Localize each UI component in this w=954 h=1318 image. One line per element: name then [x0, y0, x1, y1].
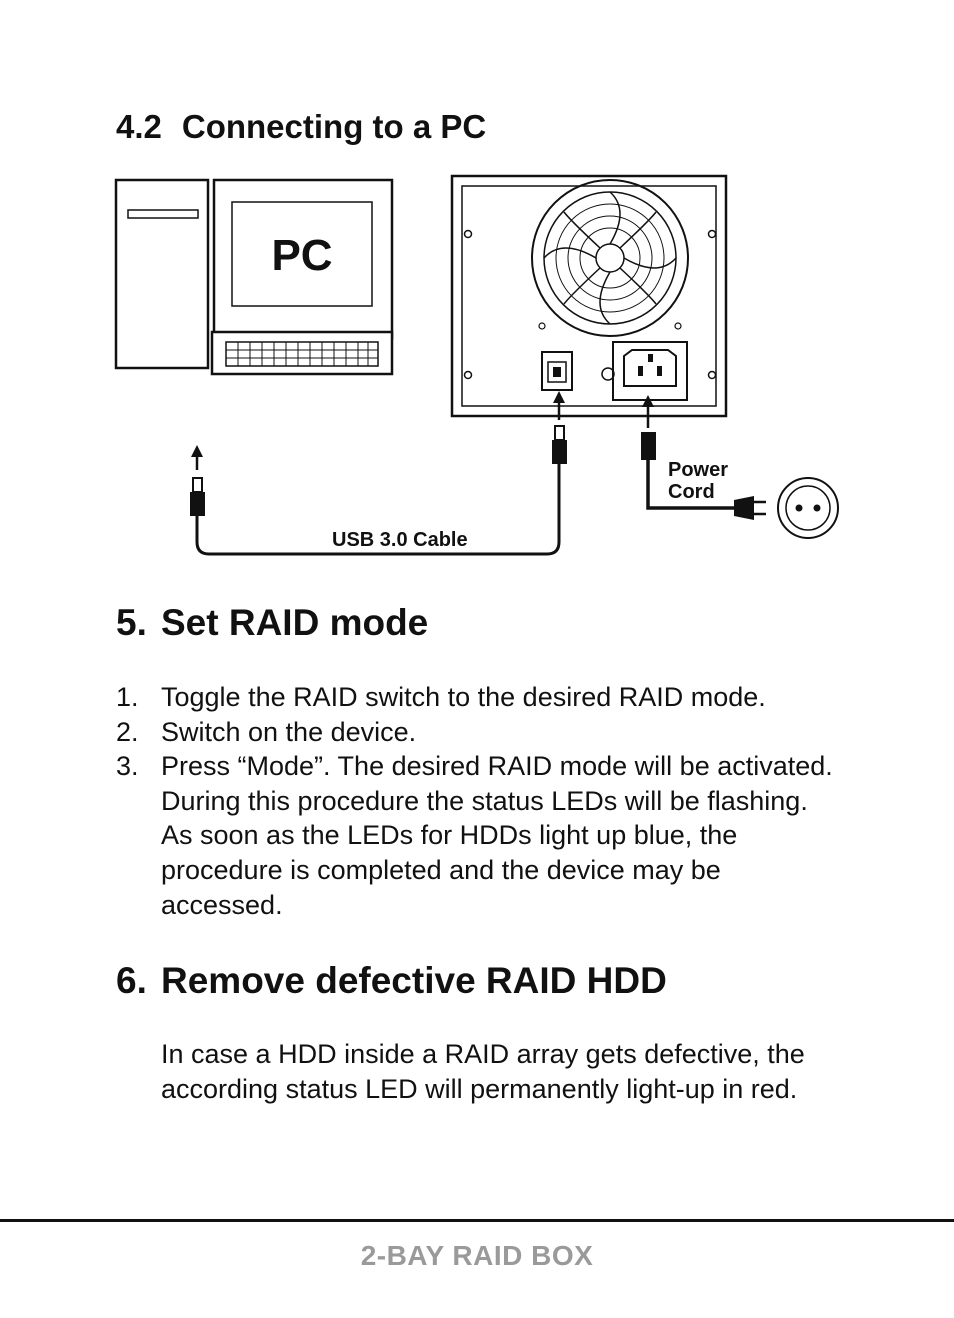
pc-monitor-illustration: PC: [212, 178, 394, 347]
power-cord-illustration: Power Cord: [641, 395, 766, 520]
section-5-number: 5.: [116, 602, 147, 643]
connection-diagram-svg: PC: [114, 174, 839, 556]
step-text: Switch on the device.: [161, 716, 417, 747]
pc-label: PC: [271, 231, 332, 280]
footer-divider: [0, 1219, 954, 1222]
list-item: 3. Press “Mode”. The desired RAID mode wi…: [116, 749, 836, 922]
raid-mode-steps-list: 1. Toggle the RAID switch to the desired …: [116, 680, 836, 922]
step-number: 1.: [116, 682, 139, 712]
step-number: 3.: [116, 751, 139, 782]
section-4-2-title: Connecting to a PC: [181, 108, 487, 145]
power-cord-label-line1: Power: [668, 459, 728, 481]
raid-box-rear-illustration: [450, 174, 728, 418]
fan-grille-icon: [531, 179, 689, 337]
list-item: 1. Toggle the RAID switch to the desired …: [116, 680, 836, 715]
step-text: Toggle the RAID switch to the desired RA…: [161, 682, 766, 712]
usb-port-icon: [541, 351, 573, 391]
connection-diagram: PC: [110, 170, 845, 565]
section-6-heading: 6. Remove defective RAID HDD: [116, 960, 667, 1002]
wall-outlet-icon: [777, 477, 839, 539]
pc-tower-illustration: [114, 178, 210, 370]
usb-cable-label: USB 3.0 Cable: [332, 529, 468, 551]
section-6-title: Remove defective RAID HDD: [161, 960, 667, 1001]
step-number: 2.: [116, 716, 139, 747]
step-text: Press “Mode”. The desired RAID mode will…: [161, 751, 833, 920]
section-4-2-heading: 4.2 Connecting to a PC: [116, 108, 486, 146]
section-5-title: Set RAID mode: [161, 602, 429, 643]
usb-cable-illustration: USB 3.0 Cable: [190, 391, 567, 556]
section-6-number: 6.: [116, 960, 147, 1001]
power-cord-label-line2: Cord: [668, 481, 715, 503]
pc-keyboard-illustration: [210, 330, 394, 376]
footer-product-name: 2-BAY RAID BOX: [360, 1240, 594, 1271]
power-socket-icon: [601, 341, 688, 401]
section-4-2-number: 4.2: [116, 108, 162, 145]
section-5-heading: 5. Set RAID mode: [116, 602, 428, 644]
list-item: 2. Switch on the device.: [116, 715, 836, 750]
section-6-paragraph: In case a HDD inside a RAID array gets d…: [161, 1039, 805, 1104]
